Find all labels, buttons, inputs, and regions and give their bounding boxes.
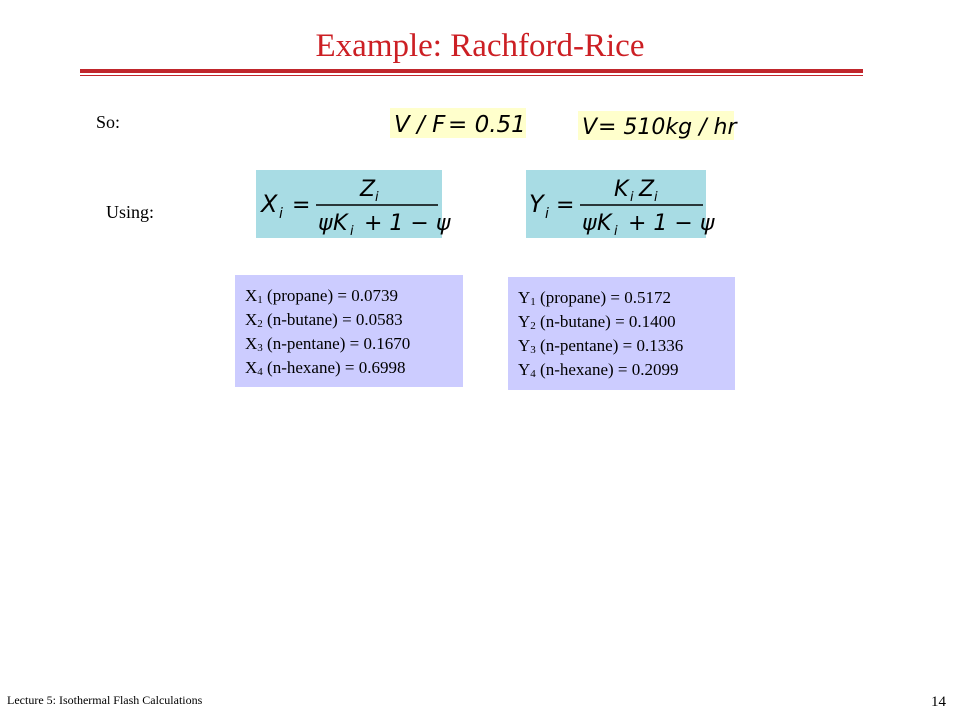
footer-course-title: Lecture 5: Isothermal Flash Calculations (7, 693, 203, 707)
vf-lhs: V / F (394, 112, 446, 138)
y-result-text: (n-butane) = 0.1400 (535, 312, 676, 331)
x-result-symbol: X (245, 334, 258, 353)
vf-rhs: = 0.51 (448, 112, 526, 138)
x-formula-lhs-sub: i (279, 206, 283, 222)
x-result-text: (propane) = 0.0739 (262, 286, 398, 305)
vf-equation-svg: V / F = 0.51 (394, 112, 526, 138)
x-result-symbol: X (245, 310, 258, 329)
y-result-line: Y4 (n-hexane) = 0.2099 (518, 358, 725, 382)
y-result-symbol: Y (518, 312, 531, 331)
y-formula-den-k-sub: i (614, 224, 618, 239)
v-equation: V = 510kg / hr (578, 111, 738, 140)
v-rhs: = 510kg / hr (598, 115, 738, 140)
vf-equation: V / F = 0.51 (390, 108, 526, 138)
y-results-box: Y1 (propane) = 0.5172 Y2 (n-butane) = 0.… (508, 277, 735, 390)
y-result-subscript: 1 (530, 296, 536, 308)
y-formula-num-z: Z (638, 177, 655, 202)
x-formula-num: Z (359, 177, 376, 202)
y-result-line: Y2 (n-butane) = 0.1400 (518, 310, 725, 334)
x-result-text: (n-pentane) = 0.1670 (262, 334, 411, 353)
y-formula-den-k: K (597, 211, 613, 236)
x-result-symbol: X (245, 286, 258, 305)
x-result-text: (n-hexane) = 0.6998 (262, 358, 406, 377)
y-result-text: (propane) = 0.5172 (535, 288, 671, 307)
x-result-text: (n-butane) = 0.0583 (262, 310, 403, 329)
x-formula-num-sub: i (375, 190, 379, 205)
y-result-text: (n-hexane) = 0.2099 (535, 360, 679, 379)
page-number: 14 (931, 694, 946, 710)
x-result-line: X3 (n-pentane) = 0.1670 (245, 332, 453, 356)
x-result-subscript: 3 (257, 342, 263, 354)
x-formula-lhs: X (259, 190, 278, 218)
y-result-subscript: 4 (530, 368, 536, 380)
y-result-symbol: Y (518, 336, 531, 355)
x-formula-svg: X i = Z i ψ K i + 1 − ψ (259, 177, 451, 239)
y-formula-eq: = (556, 193, 574, 218)
x-formula-den-psi: ψ (318, 211, 333, 236)
x-result-line: X2 (n-butane) = 0.0583 (245, 308, 453, 332)
title-rule-thin (80, 75, 863, 76)
title-rule-thick (80, 69, 863, 73)
x-formula-den-rest: + 1 − ψ (364, 211, 451, 236)
y-result-symbol: Y (518, 360, 531, 379)
y-result-symbol: Y (518, 288, 531, 307)
y-result-line: Y1 (propane) = 0.5172 (518, 286, 725, 310)
x-result-subscript: 4 (257, 366, 263, 378)
y-formula-lhs-sub: i (545, 206, 549, 222)
slide-title: Example: Rachford-Rice (315, 28, 645, 64)
y-result-subscript: 2 (530, 320, 536, 332)
x-result-subscript: 2 (257, 318, 263, 330)
so-label: So: (96, 112, 121, 132)
y-formula-lhs: Y (529, 190, 546, 218)
y-formula-num-k-sub: i (630, 190, 634, 205)
x-results-box: X1 (propane) = 0.0739 X2 (n-butane) = 0.… (235, 275, 463, 387)
v-lhs: V (582, 115, 599, 140)
x-formula-eq: = (292, 193, 310, 218)
v-equation-svg: V = 510kg / hr (582, 115, 738, 140)
x-formula: X i = Z i ψ K i + 1 − ψ (256, 170, 451, 239)
x-result-line: X1 (propane) = 0.0739 (245, 284, 453, 308)
y-result-line: Y3 (n-pentane) = 0.1336 (518, 334, 725, 358)
y-result-text: (n-pentane) = 0.1336 (535, 336, 684, 355)
y-formula: Y i = K i Z i ψ K i + 1 − ψ (526, 170, 715, 239)
x-result-line: X4 (n-hexane) = 0.6998 (245, 356, 453, 380)
y-formula-num-z-sub: i (654, 190, 658, 205)
using-label: Using: (106, 202, 155, 222)
x-formula-den-k-sub: i (350, 224, 354, 239)
y-formula-svg: Y i = K i Z i ψ K i + 1 − ψ (529, 177, 715, 239)
y-formula-den-rest: + 1 − ψ (628, 211, 715, 236)
x-result-subscript: 1 (257, 294, 263, 306)
y-result-subscript: 3 (530, 344, 536, 356)
x-result-symbol: X (245, 358, 258, 377)
y-formula-num-k: K (614, 177, 630, 202)
y-formula-den-psi: ψ (582, 211, 597, 236)
x-formula-den-k: K (333, 211, 349, 236)
